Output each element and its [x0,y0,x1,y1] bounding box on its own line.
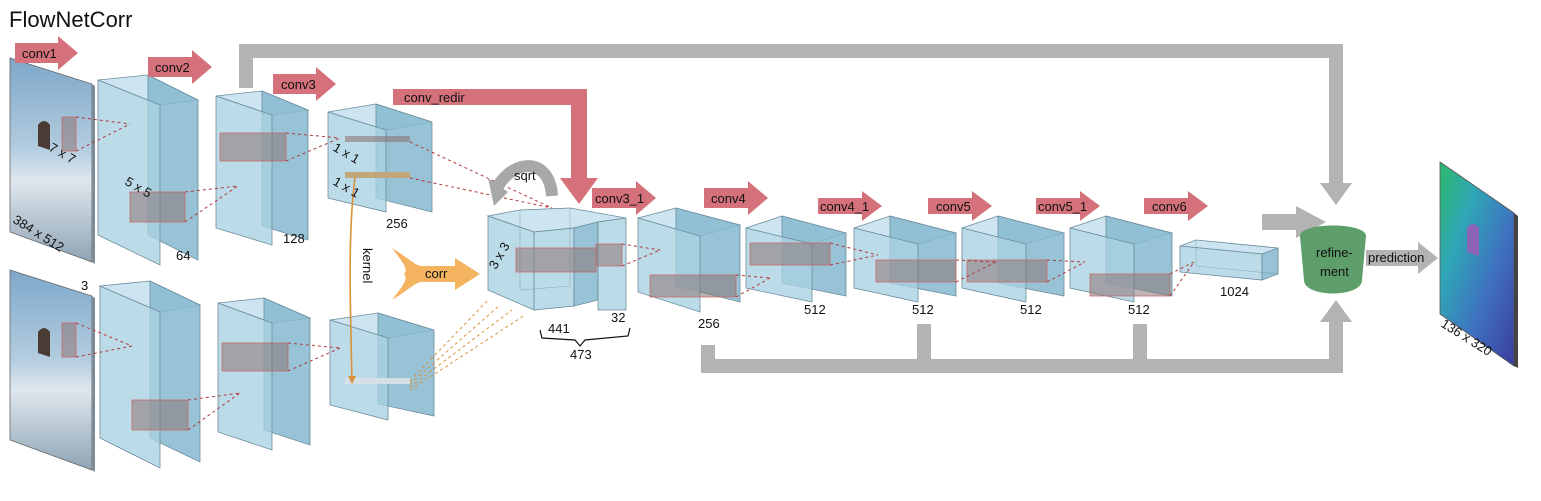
conv5-arrow[interactable] [928,191,992,221]
conv3_1-channels-label: 256 [698,316,720,331]
conv1-channels-label: 64 [176,248,190,263]
sqrt-arrow [492,160,558,197]
conv3_1-label: conv3_1 [595,191,644,206]
conv6-label: conv6 [1152,199,1187,214]
conv6-channels-label: 1024 [1220,284,1249,299]
feature-box-conv1-bottom [98,280,202,469]
corr-channels-label-b: 32 [611,310,625,325]
conv2-label: conv2 [155,60,190,75]
sqrt-arrowhead [488,178,508,206]
conv4_1-arrow[interactable] [818,191,882,221]
feature-box-conv6 [1179,239,1279,281]
feature-box-conv1-top [97,74,200,266]
feature-box-conv3-bottom [329,312,435,421]
kernel-arrowhead [348,376,356,384]
conv2-arrow[interactable] [148,50,212,84]
input-channels-label: 3 [81,278,88,293]
conv5_1-arrow[interactable] [1036,191,1100,221]
skip-connection-top [239,44,1343,185]
conv6-arrow[interactable] [1144,191,1208,221]
conv1-label: conv1 [22,46,57,61]
corr-channels-sum-label: 473 [570,347,592,362]
conv5-channels-label: 512 [1020,302,1042,317]
conv5_1-label: conv5_1 [1038,199,1087,214]
corr-label: corr [425,266,448,281]
conv4_1-label: conv4_1 [820,199,869,214]
conv4-label: conv4 [711,191,746,206]
conv-redir-label: conv_redir [404,90,465,105]
conv4_1-channels-label: 512 [912,302,934,317]
conv3_1-arrow[interactable] [592,181,656,215]
prediction-label: prediction [1368,250,1424,265]
input-image-2 [9,269,95,472]
conv4-arrow[interactable] [704,181,768,215]
feature-box-conv4_1 [852,215,958,303]
conv5_1-channels-label: 512 [1128,302,1150,317]
skip-arrowhead-bottom [1320,300,1352,322]
output-flow-image [1439,161,1518,368]
corr-bracket [539,327,631,347]
skip-stub-conv5 [917,324,931,368]
sqrt-label: sqrt [514,168,536,183]
diagram-title: FlowNetCorr [9,7,132,32]
conv3-arrow[interactable] [273,67,336,101]
conv4-channels-label: 512 [804,302,826,317]
kernel-path [349,177,356,381]
conv-redir-arrow[interactable] [393,89,598,204]
input-image-1 [9,57,95,264]
kernel-label: kernel [360,248,375,284]
skip-connection-bottom [701,320,1343,373]
conv5-label: conv5 [936,199,971,214]
feature-box-conv3_1 [636,207,742,313]
conv3-channels-label: 256 [386,216,408,231]
feature-box-conv5 [960,215,1066,303]
feature-box-conv5_1 [1068,215,1174,303]
refinement-block[interactable] [1300,225,1366,294]
conv1-arrow[interactable] [15,36,78,70]
feature-box-conv3-top [327,103,433,213]
conv3-label: conv3 [281,77,316,92]
feature-box-conv2-top [215,90,310,246]
refinement-label-1: refine- [1316,245,1353,260]
refinement-label-2: ment [1320,264,1349,279]
correlation-volume [486,207,627,311]
feature-box-conv2-bottom [217,297,312,451]
kernel-connection-lines [75,116,1195,431]
prediction-arrow[interactable] [1366,242,1438,274]
feature-box-conv4 [744,215,848,303]
corr-channels-label-a: 441 [548,321,570,336]
corr-arrow[interactable] [392,248,480,300]
skip-arrowhead-top [1320,183,1352,205]
skip-stub-conv6 [1133,324,1147,368]
layer-arrows [15,36,1208,221]
conv2-channels-label: 128 [283,231,305,246]
